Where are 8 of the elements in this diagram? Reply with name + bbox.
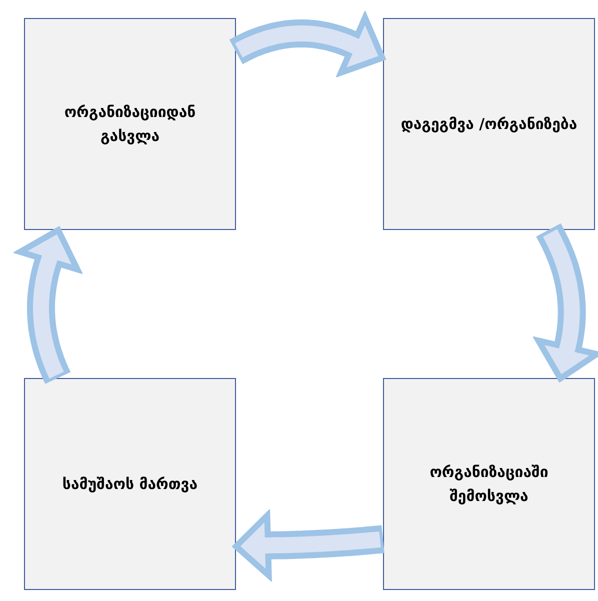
process-box xyxy=(24,378,236,590)
box-text: სამუშაოს მართვა xyxy=(62,474,198,495)
box-text: დაგეგმვა /ორგანიზება xyxy=(400,114,578,135)
process-box xyxy=(24,18,236,230)
box-text: ორგანიზაციიდან გასვლა xyxy=(63,102,197,147)
process-box xyxy=(383,378,595,590)
process-box xyxy=(383,18,595,230)
box-text: ორგანიზაციაში შემოსვლა xyxy=(428,462,550,507)
